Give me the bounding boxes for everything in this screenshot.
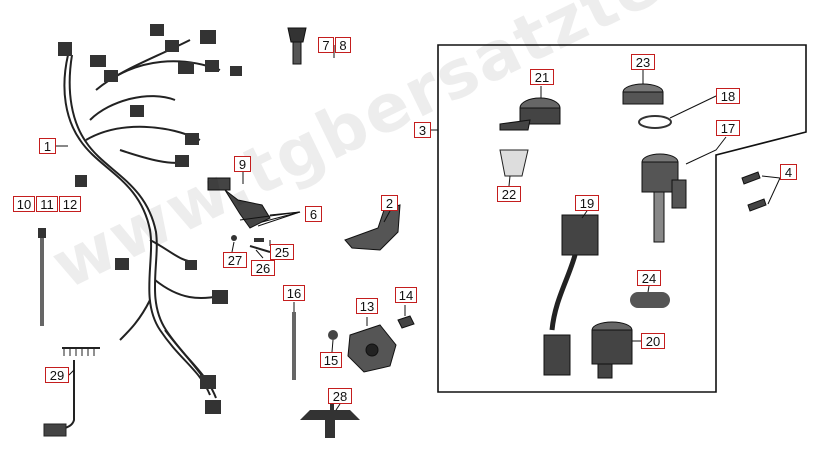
nut-15 [328, 330, 338, 340]
fuse-29 [43, 347, 100, 437]
ignition-17 [641, 153, 687, 243]
callout-28: 28 [328, 388, 352, 404]
harness-connectors [58, 24, 242, 414]
callout-25: 25 [270, 244, 294, 260]
relay-9 [207, 177, 301, 229]
callout-14: 14 [395, 287, 417, 303]
callout-6: 6 [305, 206, 322, 222]
callout-21: 21 [530, 69, 554, 85]
tie-16 [292, 312, 296, 380]
callout-22: 22 [497, 186, 521, 202]
callout-2: 2 [381, 195, 398, 211]
callout-11: 11 [36, 196, 58, 212]
callout-15: 15 [320, 352, 342, 368]
callout-26: 26 [251, 260, 275, 276]
screws-4 [741, 171, 767, 212]
callout-9: 9 [234, 156, 251, 172]
callout-10: 10 [13, 196, 35, 212]
lock-20 [591, 321, 633, 379]
leader-lines [56, 45, 781, 411]
callout-4: 4 [780, 164, 797, 180]
callout-23: 23 [631, 54, 655, 70]
bolt-7-8 [287, 27, 307, 65]
callout-3: 3 [414, 122, 431, 138]
callout-19: 19 [575, 195, 599, 211]
callout-16: 16 [283, 285, 305, 301]
callout-18: 18 [716, 88, 740, 104]
clip-22 [499, 149, 529, 177]
callout-7: 7 [318, 37, 334, 53]
group-bracket-3 [437, 44, 807, 393]
bracket-2 [344, 204, 401, 251]
callout-29: 29 [45, 367, 69, 383]
part-14 [397, 315, 415, 329]
callout-1: 1 [39, 138, 56, 154]
cap-23 [622, 83, 664, 105]
callout-17: 17 [716, 120, 740, 136]
clip-28 [300, 404, 360, 438]
spring-24 [630, 292, 670, 308]
callout-13: 13 [356, 298, 378, 314]
callout-24: 24 [637, 270, 661, 286]
assembly-13 [347, 324, 397, 373]
lock-21 [499, 97, 561, 131]
gasket-18 [638, 115, 672, 129]
wiring-harness [63, 39, 221, 399]
callout-27: 27 [223, 252, 247, 268]
callout-20: 20 [641, 333, 665, 349]
callout-8: 8 [335, 37, 351, 53]
callout-12: 12 [59, 196, 81, 212]
cable-tie-10-11-12 [38, 228, 46, 326]
switch-19 [543, 214, 599, 376]
small-parts-25-27 [231, 235, 271, 253]
